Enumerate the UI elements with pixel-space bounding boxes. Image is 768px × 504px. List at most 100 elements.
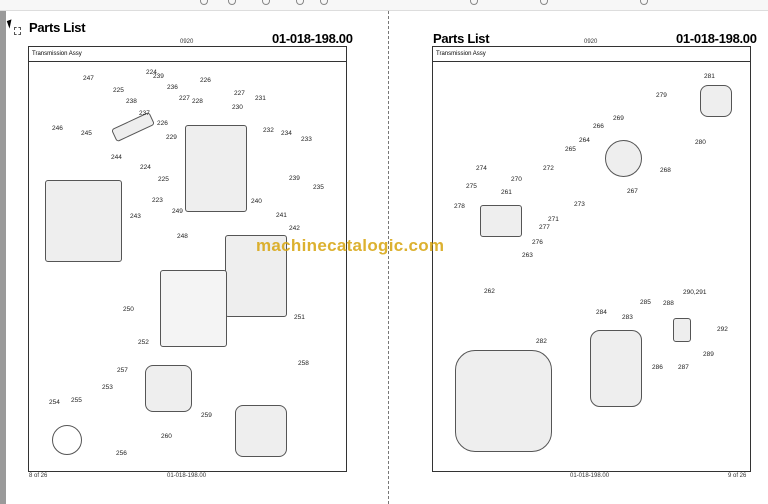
part-callout: 262: [484, 288, 495, 295]
part-callout: 251: [294, 314, 305, 321]
part-callout: 281: [704, 73, 715, 80]
footer-doc-number: 01-018-198.00: [570, 473, 610, 479]
part-callout: 288: [663, 300, 674, 307]
edit-icon[interactable]: [540, 0, 548, 5]
section-title: Transmission Assy: [29, 47, 346, 62]
part-callout: 240: [251, 198, 262, 205]
part-callout: 271: [548, 216, 559, 223]
page-divider: [388, 11, 389, 504]
housing-drawing: [590, 330, 642, 407]
page-code: 0920: [180, 39, 194, 45]
left-scroll-strip[interactable]: [0, 11, 6, 504]
pump-housing-drawing: [145, 365, 192, 412]
part-callout: 292: [717, 326, 728, 333]
valve-body-drawing: [185, 125, 247, 212]
part-callout: 253: [102, 384, 113, 391]
part-callout: 226: [157, 120, 168, 127]
part-callout: 236: [167, 84, 178, 91]
part-callout: 224: [146, 69, 157, 76]
motor-drawing: [700, 85, 732, 117]
part-callout: 270: [511, 176, 522, 183]
page-code: 0920: [584, 39, 598, 45]
part-callout: 225: [158, 176, 169, 183]
part-callout: 267: [627, 188, 638, 195]
part-callout: 225: [113, 87, 124, 94]
part-callout: 246: [52, 125, 63, 132]
part-callout: 243: [130, 213, 141, 220]
part-callout: 255: [71, 397, 82, 404]
part-callout: 289: [703, 351, 714, 358]
selection-icon: [14, 27, 21, 35]
cover-drawing: [235, 405, 287, 457]
part-callout: 252: [138, 339, 149, 346]
part-callout: 268: [660, 167, 671, 174]
part-callout: 256: [116, 450, 127, 457]
part-callout: 249: [172, 208, 183, 215]
part-callout: 230: [232, 104, 243, 111]
part-callout: 284: [596, 309, 607, 316]
part-callout: 239: [153, 73, 164, 80]
part-callout: 258: [298, 360, 309, 367]
part-callout: 247: [83, 75, 94, 82]
footer-page: 8 of 26: [29, 473, 48, 479]
part-callout: 235: [313, 184, 324, 191]
part-callout: 274: [476, 165, 487, 172]
part-callout: 269: [613, 115, 624, 122]
part-callout: 229: [166, 134, 177, 141]
part-callout: 237: [139, 110, 150, 117]
part-callout: 227: [179, 95, 190, 102]
part-callout: 263: [522, 252, 533, 259]
footer-doc-number: 01-018-198.00: [167, 473, 207, 479]
part-callout: 233: [301, 136, 312, 143]
part-callout: 265: [565, 146, 576, 153]
part-callout: 287: [678, 364, 689, 371]
part-callout: 223: [152, 197, 163, 204]
zoom-in-icon[interactable]: [228, 0, 236, 5]
valve-body-drawing: [225, 235, 287, 317]
zoom-out-icon[interactable]: [200, 0, 208, 5]
page-title: Parts List: [29, 20, 86, 35]
doc-number: 01-018-198.00: [676, 31, 757, 46]
part-callout: 234: [281, 130, 292, 137]
part-callout: 266: [593, 123, 604, 130]
cursor-icon[interactable]: [262, 0, 270, 5]
rotate-icon[interactable]: [296, 0, 304, 5]
print-icon[interactable]: [640, 0, 648, 5]
download-icon[interactable]: [470, 0, 478, 5]
housing-drawing: [455, 350, 552, 452]
watermark: machinecatalogic.com: [256, 236, 445, 255]
diagram-frame: Transmission Assy: [432, 46, 751, 472]
part-callout: 250: [123, 306, 134, 313]
part-callout: 257: [117, 367, 128, 374]
gasket-plate-drawing: [160, 270, 227, 347]
part-callout: 264: [579, 137, 590, 144]
part-callout: 279: [656, 92, 667, 99]
part-callout: 231: [255, 95, 266, 102]
part-callout: 232: [263, 127, 274, 134]
part-callout: 227: [234, 90, 245, 97]
filter-drawing: [673, 318, 691, 342]
part-callout: 239: [289, 175, 300, 182]
part-callout: 276: [532, 239, 543, 246]
fit-icon[interactable]: [320, 0, 328, 5]
part-callout: 254: [49, 399, 60, 406]
part-callout: 278: [454, 203, 465, 210]
part-callout: 280: [695, 139, 706, 146]
valve-drawing: [480, 205, 522, 237]
part-callout: 238: [126, 98, 137, 105]
piston-drawing: [605, 140, 642, 177]
part-callout: 261: [501, 189, 512, 196]
section-title: Transmission Assy: [433, 47, 750, 62]
part-callout: 226: [200, 77, 211, 84]
doc-number: 01-018-198.00: [272, 31, 353, 46]
part-callout: 248: [177, 233, 188, 240]
diagram-frame: Transmission Assy: [28, 46, 347, 472]
page-title: Parts List: [433, 31, 490, 46]
part-callout: 275: [466, 183, 477, 190]
part-callout: 285: [640, 299, 651, 306]
part-callout: 286: [652, 364, 663, 371]
part-callout: 224: [140, 164, 151, 171]
part-callout: 282: [536, 338, 547, 345]
part-callout: 228: [192, 98, 203, 105]
footer-page: 9 of 26: [728, 473, 747, 479]
